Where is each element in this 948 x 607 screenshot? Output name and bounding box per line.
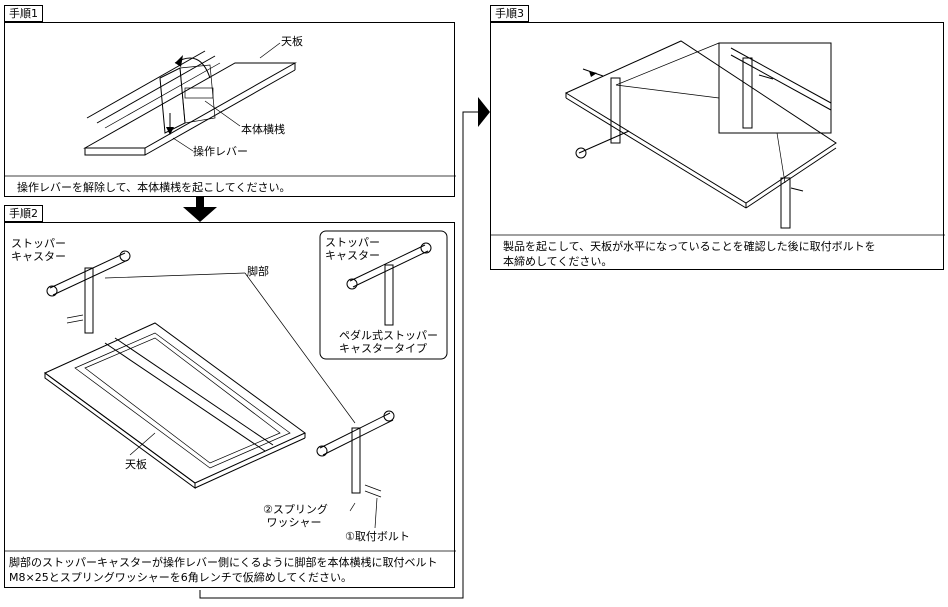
label-inset-type: ペダル式ストッパー キャスタータイプ [339, 329, 438, 355]
step3-illustration [491, 40, 945, 236]
label-washer: ②スプリング ワッシャー [263, 503, 328, 529]
step2-caption-line2: M8×25とスプリングワッシャーを6角レンチで仮締めしてください。 [9, 571, 353, 584]
label-top-plate-2: 天板 [125, 458, 147, 471]
arrow-right-icon [478, 97, 490, 127]
step1-illustration [5, 42, 456, 177]
step2-caption-line1: 脚部のストッパーキャスターが操作レバー側にくるように脚部を本体横桟に取付ベルト [9, 556, 438, 569]
arrow-down-icon [183, 207, 217, 222]
label-stopper-caster: ストッパー キャスター [11, 237, 66, 263]
step1-caption: 操作レバーを解除して、本体横桟を起こしてください。 [17, 181, 291, 194]
label-body-rail: 本体横桟 [241, 123, 285, 136]
step2-illustration [5, 230, 456, 552]
label-top-plate: 天板 [281, 35, 303, 48]
step3-caption-line2: 本締めしてください。 [503, 255, 613, 268]
label-lever: 操作レバー [193, 145, 248, 158]
label-bolt: ①取付ボルト [345, 530, 410, 543]
step3-panel: 製品を起こして、天板が水平になっていることを確認した後に取付ボルトを 本締めして… [490, 22, 945, 270]
label-leg: 脚部 [247, 265, 269, 278]
step2-tag: 手順2 [4, 205, 43, 222]
label-inset-caster: ストッパー キャスター [325, 236, 380, 262]
step2-panel: ストッパー キャスター 脚部 ストッパー キャスター ペダル式ストッパー キャス… [4, 222, 456, 588]
step1-panel: 天板 本体横桟 操作レバー 操作レバーを解除して、本体横桟を起こしてください。 [4, 22, 456, 197]
step3-caption-line1: 製品を起こして、天板が水平になっていることを確認した後に取付ボルトを [503, 240, 876, 253]
step1-tag: 手順1 [4, 5, 43, 22]
step3-tag: 手順3 [490, 5, 529, 22]
